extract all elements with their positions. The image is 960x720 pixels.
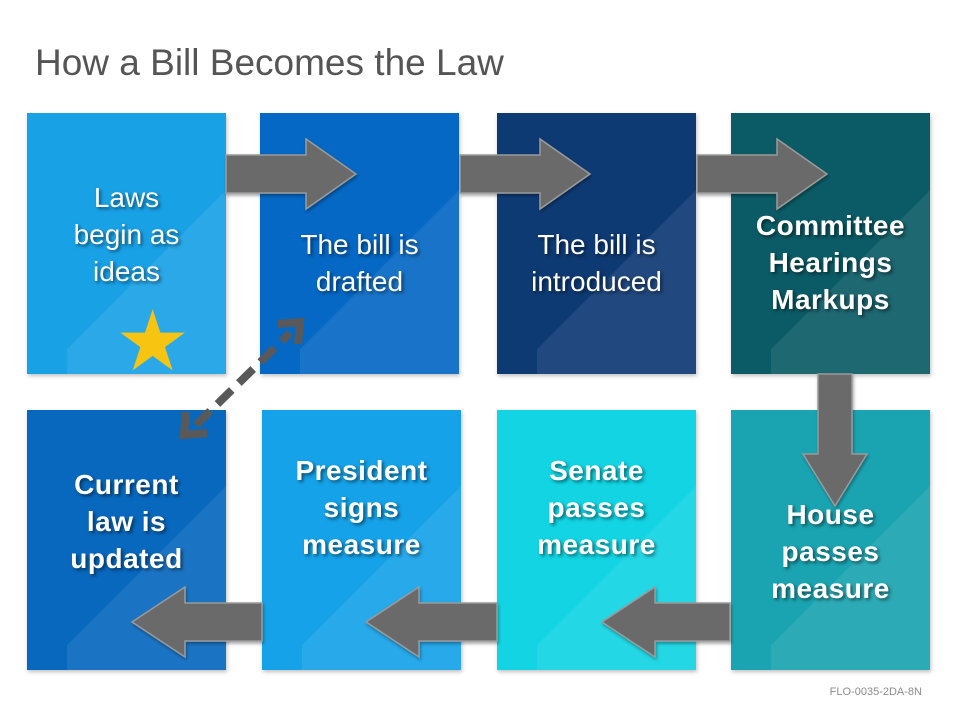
step-senate-passes-line-1: Senate bbox=[549, 455, 644, 486]
step-current-law-line-2: law is bbox=[86, 506, 167, 537]
step-president-signs-line-2: signs bbox=[323, 492, 400, 523]
step-committee-line-3: Markups bbox=[771, 284, 890, 315]
arrow-left-2 bbox=[364, 585, 498, 659]
dashed-line bbox=[193, 330, 293, 428]
step-president-signs-line-3: measure bbox=[302, 529, 421, 560]
step-bill-drafted-line-1: The bill is bbox=[300, 229, 419, 260]
arrow-right-2 bbox=[459, 137, 592, 211]
step-house-passes-line-3: measure bbox=[771, 573, 890, 604]
step-bill-introduced-line-2: introduced bbox=[531, 266, 662, 297]
dashed-arrowhead-top bbox=[277, 317, 305, 345]
step-president-signs-line-1: President bbox=[295, 455, 428, 486]
arrow-right-3 bbox=[696, 137, 829, 211]
page-title: How a Bill Becomes the Law bbox=[35, 42, 504, 83]
step-committee-line-2: Hearings bbox=[768, 247, 893, 278]
step-house-passes-line-1: House bbox=[786, 499, 875, 530]
step-current-law-box: Current law is updated bbox=[27, 410, 226, 670]
arrow-left-1 bbox=[600, 585, 731, 659]
step-bill-drafted-line-2: drafted bbox=[315, 266, 404, 297]
arrow-down bbox=[801, 373, 869, 508]
dashed-arrowhead-bottom bbox=[179, 411, 208, 440]
step-senate-passes-line-3: measure bbox=[537, 529, 656, 560]
star-icon: ★ bbox=[115, 294, 191, 374]
step-laws-begin-line-3: ideas bbox=[93, 256, 160, 287]
arrow-right-1 bbox=[225, 137, 358, 211]
step-current-law-line-1: Current bbox=[74, 469, 179, 500]
step-committee-line-1: Committee bbox=[755, 210, 906, 241]
arrow-left-3 bbox=[130, 585, 263, 659]
step-laws-begin-box: Laws begin as ideas ★ bbox=[27, 113, 226, 374]
step-current-law-line-3: updated bbox=[70, 543, 183, 574]
dashed-double-arrow bbox=[179, 317, 305, 440]
step-senate-passes-line-2: passes bbox=[547, 492, 646, 523]
footer-code: FLO-0035-2DA-8N bbox=[829, 686, 922, 698]
step-laws-begin-line-2: begin as bbox=[73, 219, 180, 250]
step-house-passes-line-2: passes bbox=[781, 536, 880, 567]
step-laws-begin-line-1: Laws bbox=[93, 182, 160, 213]
step-bill-introduced-line-1: The bill is bbox=[537, 229, 656, 260]
